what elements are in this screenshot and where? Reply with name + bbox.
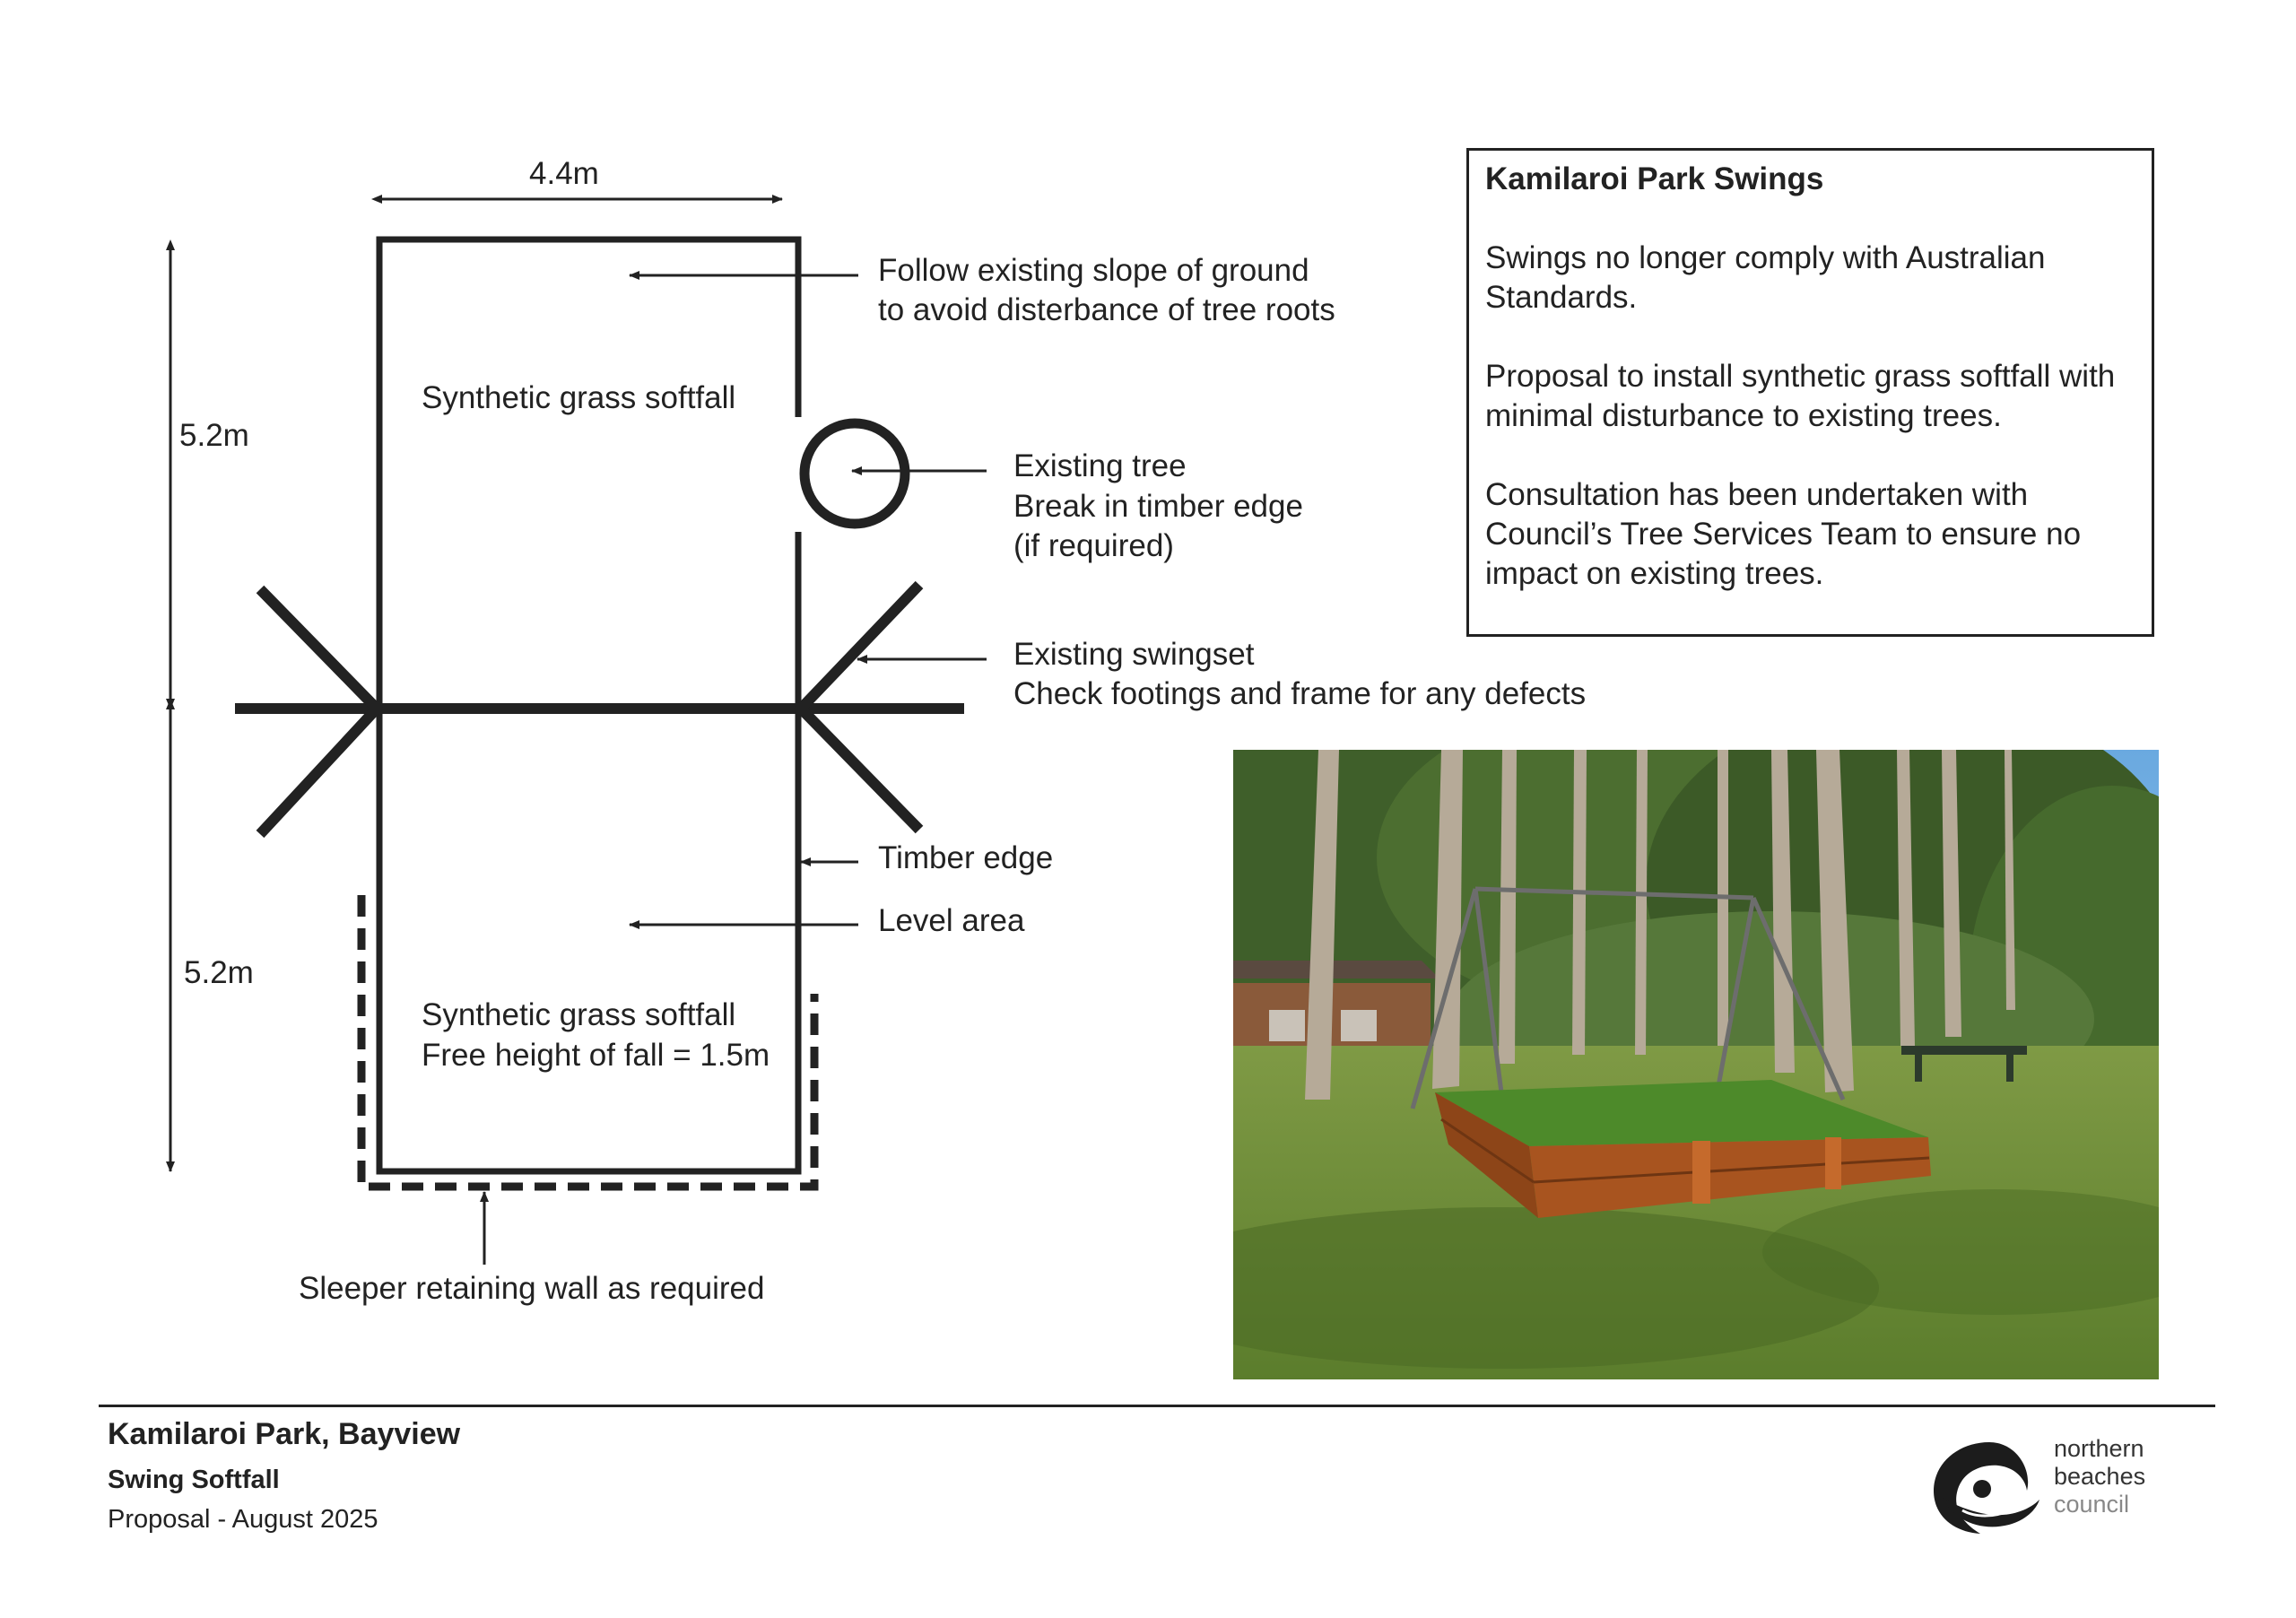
width-dimension-label: 4.4m xyxy=(529,156,599,191)
upper-length-label: 5.2m xyxy=(179,418,249,453)
swingset-symbol xyxy=(235,580,964,839)
softfall-timber-side xyxy=(1435,1092,1538,1218)
slope-callout-line-1: Follow existing slope of ground xyxy=(878,253,1309,288)
sleeper-retaining-wall xyxy=(357,895,819,1191)
level-area-callout: Level area xyxy=(878,903,1025,938)
footer-title: Kamilaroi Park, Bayview xyxy=(108,1417,461,1451)
lower-length-label: 5.2m xyxy=(184,955,254,990)
swingset-callout-line-2: Check footings and frame for any defects xyxy=(1013,676,1586,711)
tree-callout-line-1: Existing tree xyxy=(1013,448,1187,483)
council-logo: northern beaches council xyxy=(1926,1435,2196,1538)
northern-beaches-wave-emblem-icon xyxy=(1934,1442,2039,1534)
logo-line-2: beaches xyxy=(2054,1463,2146,1490)
info-box-title: Kamilaroi Park Swings xyxy=(1485,161,1824,196)
lower-area-label-2: Free height of fall = 1.5m xyxy=(422,1038,770,1073)
info-box-paragraph-1: Swings no longer comply with Australian … xyxy=(1485,240,2046,315)
logo-line-1: northern xyxy=(2054,1435,2144,1462)
footer-date: Proposal - August 2025 xyxy=(108,1505,378,1534)
footer-rule xyxy=(99,1405,2215,1407)
swingset-callout-line-1: Existing swingset xyxy=(1013,637,1255,672)
upper-area-label: Synthetic grass softfall xyxy=(422,380,735,415)
sleeper-wall-callout: Sleeper retaining wall as required xyxy=(299,1271,764,1306)
slope-callout-line-2: to avoid disterbance of tree roots xyxy=(878,292,1335,327)
logo-line-3: council xyxy=(2054,1491,2130,1518)
tree-callout-line-3: (if required) xyxy=(1013,528,1174,563)
info-box-paragraph-3: Consultation has been undertaken with Co… xyxy=(1485,477,2082,591)
info-box: Kamilaroi Park Swings Swings no longer c… xyxy=(1466,148,2154,637)
existing-tree-circle xyxy=(799,418,910,529)
concept-photo xyxy=(1233,750,2159,1379)
info-box-paragraph-2: Proposal to install synthetic grass soft… xyxy=(1485,359,2116,433)
lower-area-label-1: Synthetic grass softfall xyxy=(422,997,735,1032)
council-logo-text: northern beaches council xyxy=(2054,1435,2145,1518)
timber-edge-callout: Timber edge xyxy=(878,840,1053,875)
tree-callout-line-2: Break in timber edge xyxy=(1013,489,1303,524)
softfall-grass-top xyxy=(1435,1080,1928,1146)
footer-subtitle: Swing Softfall xyxy=(108,1466,280,1494)
